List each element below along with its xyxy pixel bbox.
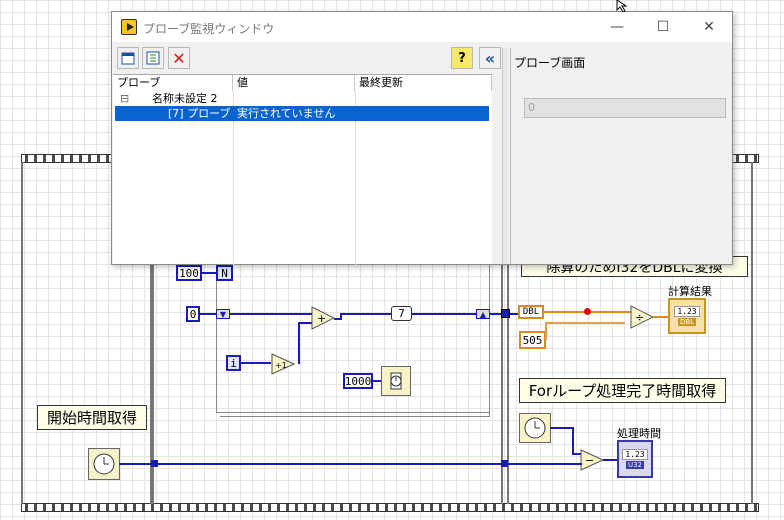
init-constant[interactable]: 0 xyxy=(186,306,200,322)
probe-row-selected[interactable] xyxy=(115,106,489,121)
wire-start-time xyxy=(119,463,582,465)
sequence-frame-1[interactable] xyxy=(21,162,152,504)
tunnel-frame2 xyxy=(501,460,508,467)
wire-add-out-up xyxy=(340,313,342,319)
calc-result-value: 1.23 xyxy=(674,306,700,317)
calc-result-label: 計算結果 xyxy=(668,285,712,298)
svg-text:−: − xyxy=(585,454,594,467)
elapsed-label: 処理時間 xyxy=(617,427,661,440)
mouse-cursor-icon xyxy=(616,0,628,12)
divide-function[interactable]: ÷ xyxy=(630,305,654,329)
wire-sr-to-add xyxy=(230,313,312,315)
close-button[interactable]: ✕ xyxy=(703,19,715,35)
for-done-comment: Forループ処理完了時間取得 xyxy=(519,378,726,403)
elapsed-value: 1.23 xyxy=(622,449,648,460)
column-header-value[interactable]: 値 xyxy=(233,75,355,91)
wire-count xyxy=(201,272,217,274)
to-dbl-function[interactable]: DBL xyxy=(518,305,544,319)
loop-count-terminal[interactable]: N xyxy=(216,265,233,281)
wire-tick-end-down xyxy=(572,427,574,454)
tree-expander[interactable]: ⊟ xyxy=(120,92,130,105)
sequence-tunnel-top xyxy=(501,309,510,318)
window-title: プローブ監視ウィンドウ xyxy=(143,22,275,36)
wire-tick-end xyxy=(550,427,574,429)
labview-app-icon xyxy=(121,19,137,35)
wait-icon xyxy=(390,372,402,390)
wire-sub-out xyxy=(603,459,620,461)
wire-divisor xyxy=(545,322,625,324)
wait-ms-constant[interactable]: 1000 xyxy=(343,373,373,389)
tick-count-end[interactable] xyxy=(519,413,551,443)
column-header-last-update[interactable]: 最終更新 xyxy=(355,75,492,91)
calc-result-indicator[interactable]: 1.23 DBL xyxy=(668,298,706,334)
for-loop-stack xyxy=(220,259,490,417)
help-button[interactable]: ? xyxy=(451,47,473,69)
loop-count-constant[interactable]: 100 xyxy=(176,265,202,281)
divisor-constant[interactable]: 505 xyxy=(519,331,546,349)
column-divider xyxy=(233,91,234,265)
tunnel-frame1 xyxy=(151,460,158,467)
add-function[interactable]: + xyxy=(311,306,335,330)
probe-value-display[interactable]: 0 xyxy=(524,98,726,118)
svg-text:+1: +1 xyxy=(275,361,287,370)
clock-icon xyxy=(93,453,115,475)
wire-inc-to-add xyxy=(298,322,312,324)
elapsed-indicator[interactable]: 1.23 U32 xyxy=(617,440,653,478)
sequence-frame-3[interactable] xyxy=(507,162,753,504)
wire-tick-end-in xyxy=(572,453,582,455)
wire-divide-out xyxy=(653,316,669,318)
arrange-probes-button[interactable] xyxy=(142,47,164,69)
iteration-terminal[interactable]: i xyxy=(226,355,241,371)
delete-probe-button[interactable]: ✕ xyxy=(168,47,190,69)
elapsed-type: U32 xyxy=(625,461,645,469)
column-divider xyxy=(355,91,356,265)
sequence-frame-2[interactable] xyxy=(152,162,503,504)
wire-init xyxy=(199,313,217,315)
probe-dot[interactable] xyxy=(584,308,591,315)
start-time-comment: 開始時間取得 xyxy=(37,405,147,430)
collapse-pane-button[interactable]: « xyxy=(479,47,501,69)
svg-text:÷: ÷ xyxy=(635,311,644,324)
increment-function[interactable]: +1 xyxy=(271,353,295,375)
probe-row-name[interactable]: [7] プローブ xyxy=(168,107,231,120)
title-bar[interactable]: プローブ監視ウィンドウ — ☐ ✕ xyxy=(112,12,732,42)
tree-group-label[interactable]: 名称未設定 2 xyxy=(152,92,218,105)
new-window-icon xyxy=(121,52,135,65)
wire-iter-to-inc xyxy=(241,362,271,364)
probe-list[interactable]: プローブ 値 最終更新 ⊟ 名称未設定 2 [7] プローブ 実行されていません xyxy=(113,74,492,265)
shift-register-right[interactable]: ▲ xyxy=(476,309,490,319)
column-header-probe[interactable]: プローブ xyxy=(113,75,233,91)
tick-count-start[interactable] xyxy=(88,448,120,480)
probe-display-title: プローブ画面 xyxy=(514,56,586,70)
arrange-icon xyxy=(146,51,160,65)
clock-icon xyxy=(524,417,546,439)
probe-display-pane xyxy=(510,48,732,264)
svg-text:+: + xyxy=(317,312,326,325)
subtract-function[interactable]: − xyxy=(580,449,604,471)
new-probe-button[interactable] xyxy=(117,47,139,69)
wire-inc-up xyxy=(298,322,300,364)
probe-marker[interactable]: 7 xyxy=(391,306,412,321)
wire-divisor-up xyxy=(545,322,547,340)
pane-splitter[interactable] xyxy=(502,48,508,264)
probe-row-value[interactable]: 実行されていません xyxy=(237,107,336,120)
wire-wait xyxy=(372,380,382,382)
minimize-button[interactable]: — xyxy=(610,19,624,35)
probe-watch-window[interactable]: プローブ監視ウィンドウ — ☐ ✕ ✕ ? « プローブ 値 最終更新 ⊟ 名称… xyxy=(111,11,733,265)
shift-register-left[interactable]: ▼ xyxy=(216,309,230,319)
sequence-film-bottom xyxy=(21,503,759,512)
calc-result-type: DBL xyxy=(677,318,697,326)
wire-add-out xyxy=(334,318,342,320)
maximize-button[interactable]: ☐ xyxy=(656,19,670,35)
wait-ms-function[interactable] xyxy=(381,366,411,396)
